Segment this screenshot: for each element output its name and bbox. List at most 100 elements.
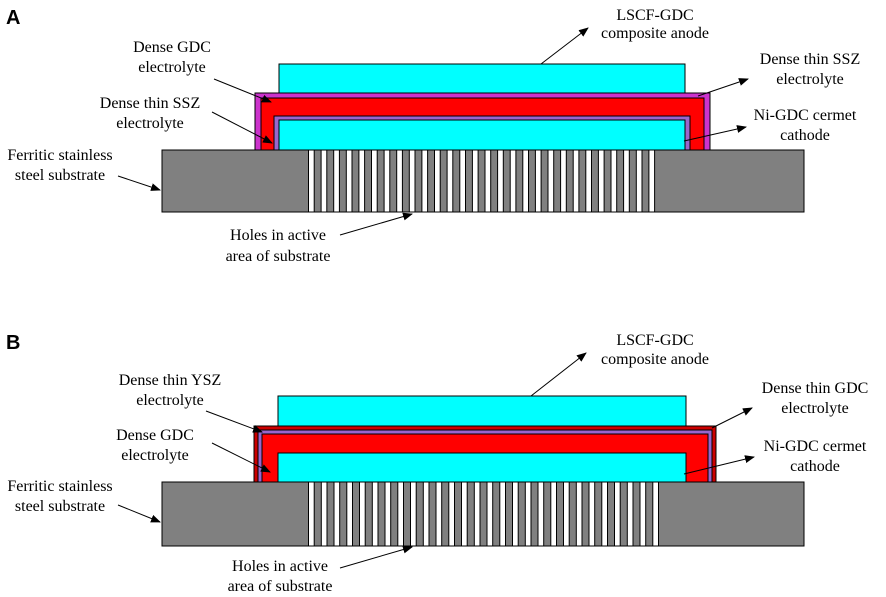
panel-b-gdc-left-label-1: Dense GDC [116, 427, 194, 444]
panel-b-ysz-label-2: electrolyte [136, 392, 204, 409]
panel-b-hole [626, 481, 634, 547]
panel-a-hole [497, 149, 504, 213]
panel-b-gdc-right-label-1: Dense thin GDC [762, 380, 869, 397]
panel-b-holes-label-1: Holes in active [232, 558, 328, 575]
panel-a-hole [408, 149, 416, 213]
panel-a-hole [635, 149, 643, 213]
panel-b-substrate-arrow [117, 504, 161, 523]
panel-b-hole [371, 481, 379, 547]
panel-b-hole [473, 481, 481, 547]
panel-b-cathode [277, 452, 687, 483]
panel-b-hole [320, 481, 328, 547]
panel-b-ysz-label-1: Dense thin YSZ [119, 372, 222, 389]
panel-a-substrate-label-1: Ferritic stainless [7, 147, 112, 164]
panel-b-anode-label-1: LSCF-GDC [616, 332, 693, 349]
panel-a-hole [434, 149, 441, 213]
panel-b-hole [563, 481, 570, 547]
panel-b-hole [550, 481, 557, 547]
panel-b-hole [652, 481, 659, 547]
panel-b-hole [499, 481, 506, 547]
panel-b-hole [410, 481, 417, 547]
panel-b-letter: B [6, 332, 20, 354]
panel-b-gdc-left-arrow [211, 442, 271, 473]
panel-b-hole [461, 481, 468, 547]
panel-a-hole [333, 149, 340, 213]
panel-b-gdc-right-arrow [711, 407, 753, 429]
panel-a-hole [396, 149, 403, 213]
panel-b-hole [435, 481, 443, 547]
panel-a-letter: A [6, 7, 20, 29]
panel-b-hole [601, 481, 608, 547]
panel-b-ysz-arrow [205, 410, 263, 433]
panel-a-anode [278, 63, 686, 94]
panel-b-hole [359, 481, 366, 547]
panel-b-holes-arrow [339, 545, 413, 569]
panel-a-anode-label-2: composite anode [601, 25, 709, 42]
panel-a-ssz-right-label-2: electrolyte [776, 71, 844, 88]
panel-a-hole [320, 149, 328, 213]
panel-a-hole [459, 149, 466, 213]
panel-b-cathode-label-2: cathode [790, 458, 840, 475]
panel-b-hole [575, 481, 583, 547]
panel-b-anode-arrow [530, 352, 587, 397]
panel-b-anode-label-2: composite anode [601, 351, 709, 368]
panel-a-ssz-right-arrow [697, 78, 749, 97]
panel-a-hole [522, 149, 529, 213]
panel-a-hole [358, 149, 366, 213]
panel-a-hole [597, 149, 605, 213]
panel-a-gdc-arrow [213, 78, 272, 103]
panel-a-cathode-label-2: cathode [780, 127, 830, 144]
panel-a-hole [585, 149, 592, 213]
panel-a-hole [371, 149, 378, 213]
panel-a-holes-label-1: Holes in active [230, 227, 326, 244]
panel-a-substrate-label-2: steel substrate [15, 167, 105, 184]
panel-a-ssz-right-label-1: Dense thin SSZ [760, 51, 860, 68]
panel-b-substrate-label-2: steel substrate [15, 498, 105, 515]
panel-a-hole [572, 149, 580, 213]
panel-b-hole [308, 481, 315, 547]
panel-b-hole [384, 481, 392, 547]
panel-b-hole [537, 481, 545, 547]
panel-a-hole [547, 149, 555, 213]
panel-b-hole [524, 481, 532, 547]
panel-b-hole [614, 481, 621, 547]
panel-a-cathode [278, 119, 686, 151]
panel-b-hole [639, 481, 647, 547]
panel-a-gdc-label-1: Dense GDC [133, 39, 211, 56]
panel-a-hole [610, 149, 618, 213]
panel-a: A LSCF-GDC composite anode Dense GDC ele… [6, 7, 860, 265]
panel-a-anode-label-1: LSCF-GDC [616, 7, 693, 24]
panel-b-hole [588, 481, 596, 547]
panel-a-substrate-arrow [117, 175, 161, 191]
panel-a-holes-label-2: area of substrate [226, 248, 331, 265]
panel-b-hole [397, 481, 404, 547]
panel-a-hole [383, 149, 391, 213]
panel-a-holes-arrow [339, 212, 413, 236]
panel-a-hole [648, 149, 656, 213]
panel-a-hole [560, 149, 567, 213]
panel-b-anode [277, 395, 687, 427]
panel-a-hole [421, 149, 429, 213]
panel-a-ssz-left-arrow [211, 111, 273, 144]
panel-a-hole [484, 149, 492, 213]
panel-a-hole [623, 149, 630, 213]
panel-b-substrate-label-1: Ferritic stainless [7, 478, 112, 495]
panel-a-hole [471, 149, 479, 213]
panel-a-ssz-left-label-2: electrolyte [116, 115, 184, 132]
panel-b-hole [448, 481, 455, 547]
panel-b-holes-label-2: area of substrate [228, 578, 333, 595]
panel-a-substrate [161, 149, 805, 213]
panel-a-cathode-arrow [683, 125, 747, 142]
panel-b-hole [422, 481, 430, 547]
panel-b-hole [346, 481, 353, 547]
panel-b: B LSCF-GDC composite anode Dense thin YS… [6, 332, 868, 595]
panel-a-hole [345, 149, 353, 213]
panel-a-gdc-label-2: electrolyte [138, 59, 206, 76]
panel-a-ssz-left-label-1: Dense thin SSZ [100, 95, 200, 112]
panel-b-hole [333, 481, 341, 547]
panel-b-gdc-right-label-2: electrolyte [781, 400, 849, 417]
panel-a-hole [534, 149, 542, 213]
panel-a-anode-arrow [540, 27, 589, 65]
panel-b-cathode-label-1: Ni-GDC cermet [764, 438, 867, 455]
